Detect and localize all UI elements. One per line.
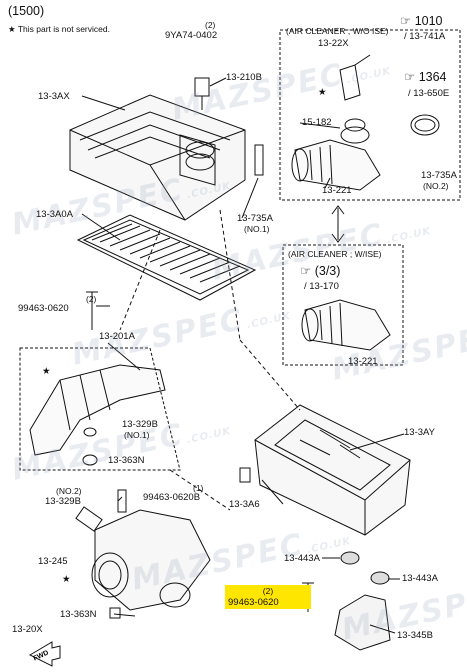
- part-label-13-329b-no1: 13-329B: [122, 419, 158, 430]
- part-label-13-22x: 13-22X: [318, 38, 349, 49]
- pointing-hand-icon: ☞: [400, 14, 412, 28]
- part-label-13-3a6: 13-3A6: [229, 499, 260, 510]
- part-label-13-443a-right: 13-443A: [402, 573, 438, 584]
- part-label-13-210b: 13-210B: [226, 72, 262, 83]
- part-label-13-735a-mid: 13-735A: [237, 213, 273, 224]
- bolt-upper: [86, 291, 98, 330]
- part-label-99463-0620: 99463-0620: [18, 303, 69, 314]
- no2-left-label: (NO.2): [56, 486, 82, 496]
- grommet-left: [340, 551, 360, 565]
- part-label-13-221-top: 13-221: [322, 185, 352, 196]
- legend-text: This part is not serviced.: [17, 24, 110, 34]
- part-label-13-20x: 13-20X: [12, 624, 43, 635]
- variant-label-w-ise: (AIR CLEANER ; W/ISE): [288, 249, 382, 259]
- air-cleaner-cover: [69, 77, 246, 221]
- ref-3-3-text: (3/3): [314, 264, 341, 278]
- part-label-13-329b-left: 13-329B: [45, 496, 81, 507]
- part-label-15-182: 15-182: [302, 117, 332, 128]
- qty-label: (2): [86, 294, 97, 304]
- star-icon: ★: [8, 24, 16, 34]
- part-label-13-735a-right: 13-735A: [421, 170, 457, 181]
- ref-1364[interactable]: ☞ 1364: [404, 70, 447, 84]
- pointing-hand-icon: ☞: [300, 264, 312, 278]
- double-arrow: [331, 205, 345, 243]
- throttle-body: [75, 489, 211, 619]
- part-label-13-245: 13-245: [38, 556, 68, 567]
- part-label-13-443a-left: 13-443A: [284, 553, 320, 564]
- ref-13-170[interactable]: / 13-170: [304, 281, 339, 292]
- box-duct: [19, 347, 181, 471]
- ref-3-3[interactable]: ☞ (3/3): [300, 264, 341, 278]
- highlighted-part-label-99463-0620[interactable]: 99463-0620: [225, 596, 311, 609]
- part-label-13-201a: 13-201A: [99, 331, 135, 342]
- qty-label: (2): [205, 20, 216, 30]
- no1-mid-label: (NO.1): [244, 224, 270, 234]
- ref-1010-text: 1010: [414, 14, 443, 28]
- part-label-13-363n-a: 13-363N: [108, 455, 145, 466]
- part-label-13-363n-b: 13-363N: [60, 609, 97, 620]
- fwd-arrow-shape: [28, 641, 61, 667]
- air-duct-upper: [254, 54, 440, 191]
- highlighted-qty-label: (2): [225, 585, 311, 598]
- grommet-right: [370, 571, 390, 585]
- ref-1364-text: 1364: [418, 70, 447, 84]
- part-label-13-221-bot: 13-221: [348, 356, 378, 367]
- variant-label-wo-ise: (AIR CLEANER ; W/O ISE): [286, 26, 389, 36]
- ref-13-650e[interactable]: / 13-650E: [408, 88, 450, 99]
- legend-note: ★ This part is not serviced.: [8, 24, 110, 35]
- part-label-13-3ay: 13-3AY: [404, 427, 435, 438]
- star-icon: ★: [62, 574, 71, 585]
- ref-13-741a[interactable]: / 13-741A: [404, 31, 446, 42]
- star-icon: ★: [318, 87, 327, 98]
- star-icon: ★: [42, 366, 51, 377]
- part-label-9ya74-0402: 9YA74-0402: [165, 30, 218, 41]
- no1-329-label: (NO.1): [124, 430, 150, 440]
- air-cleaner-case: [239, 404, 411, 536]
- air-intake-duct: [29, 364, 166, 466]
- part-label-13-3a0a: 13-3A0A: [36, 209, 73, 220]
- box-wo-ise: [279, 29, 461, 201]
- part-label-13-3ax: 13-3AX: [38, 91, 70, 102]
- air-filter-element: [76, 214, 257, 301]
- no2-right-label: (NO.2): [423, 181, 449, 191]
- part-label-13-345b: 13-345B: [397, 630, 433, 641]
- air-duct-lower: [301, 299, 391, 351]
- bracket: [334, 594, 391, 651]
- pointing-hand-icon: ☞: [404, 70, 416, 84]
- ref-1010[interactable]: ☞ 1010: [400, 14, 443, 28]
- diagram-title: (1500): [8, 4, 45, 18]
- part-label-99463-0620b: 99463-0620B: [143, 492, 201, 503]
- box-w-ise: [282, 244, 404, 366]
- qty-label: (1): [193, 483, 204, 493]
